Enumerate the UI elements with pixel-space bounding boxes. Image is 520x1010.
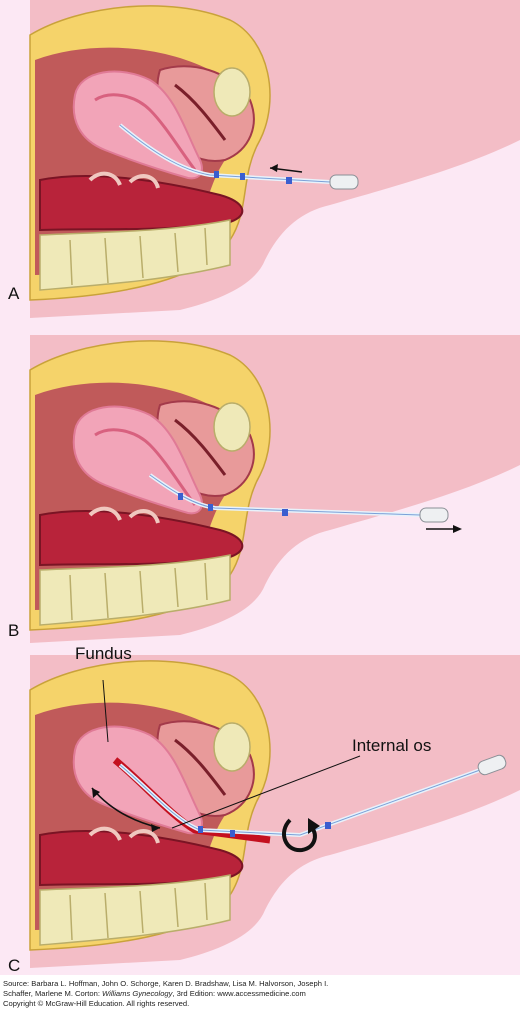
pubic-bone bbox=[213, 722, 251, 772]
catheter-mark bbox=[240, 173, 245, 180]
panel-a: A bbox=[0, 0, 520, 325]
bladder-folds bbox=[174, 83, 227, 141]
caption-line-1: Source: Barbara L. Hoffman, John O. Scho… bbox=[3, 979, 329, 988]
panel-label-c: C bbox=[8, 956, 21, 975]
catheter-mark bbox=[230, 830, 235, 837]
rotation-arrow-head bbox=[308, 818, 320, 834]
rotation-arrow bbox=[282, 818, 317, 853]
caption-line-3: Copyright © McGraw-Hill Education. All r… bbox=[3, 999, 190, 1008]
catheter-mark bbox=[178, 493, 183, 500]
sacrum bbox=[39, 554, 231, 626]
catheter-mark bbox=[214, 171, 219, 178]
caption-line-2: Schaffer, Marlene M. Corton: Williams Gy… bbox=[3, 989, 518, 999]
bladder-folds bbox=[174, 418, 227, 476]
double-arrow-head bbox=[151, 824, 160, 832]
bowel-loops bbox=[88, 506, 160, 524]
vertebrae bbox=[69, 562, 208, 621]
endometrial-cavity bbox=[94, 428, 197, 506]
fundus-label: Fundus bbox=[75, 644, 132, 663]
caption-authors: Schaffer, Marlene M. Corton: bbox=[3, 989, 103, 998]
syringe-hub bbox=[329, 174, 359, 190]
pubic-bone bbox=[213, 402, 251, 452]
panel-c-illustration bbox=[29, 655, 520, 968]
internal-os-leader bbox=[171, 755, 361, 829]
caption-book-title: Williams Gynecology bbox=[102, 989, 173, 998]
pubic-bone bbox=[213, 67, 251, 117]
vertebrae bbox=[69, 227, 208, 286]
bladder-folds bbox=[174, 738, 227, 796]
insertion-arrow-head bbox=[270, 164, 278, 172]
endometrial-cavity bbox=[94, 93, 197, 171]
syringe-hub bbox=[419, 507, 449, 523]
bowel-loops bbox=[88, 171, 160, 189]
catheter-edge bbox=[149, 474, 421, 516]
catheter-mark bbox=[198, 826, 203, 833]
syringe-hub bbox=[477, 754, 507, 776]
catheter-mark bbox=[208, 504, 213, 511]
sacrum bbox=[39, 874, 231, 946]
withdrawal-arrow-head bbox=[453, 525, 462, 533]
double-arrow-head bbox=[92, 788, 100, 798]
bowel-loops bbox=[88, 826, 160, 844]
panel-b-illustration bbox=[29, 335, 520, 643]
panel-b: B bbox=[0, 325, 520, 650]
internal-os-label: Internal os bbox=[352, 736, 432, 755]
panel-label-a: A bbox=[8, 284, 20, 303]
sacrum bbox=[39, 219, 231, 291]
catheter-mark bbox=[325, 822, 331, 829]
caption-edition: , 3rd Edition: www.accessmedicine.com bbox=[172, 989, 306, 998]
fundus-leader bbox=[102, 679, 109, 743]
panel-label-b: B bbox=[8, 621, 20, 640]
catheter-mark bbox=[282, 509, 288, 516]
source-caption: Source: Barbara L. Hoffman, John O. Scho… bbox=[3, 979, 518, 1009]
hysterosonography-figure: A B bbox=[0, 0, 520, 975]
panel-a-illustration bbox=[29, 0, 520, 318]
catheter-edge bbox=[119, 124, 331, 183]
vertebrae bbox=[69, 882, 208, 941]
panel-c: Fundus Internal os C bbox=[0, 644, 520, 975]
catheter-mark bbox=[286, 177, 292, 184]
